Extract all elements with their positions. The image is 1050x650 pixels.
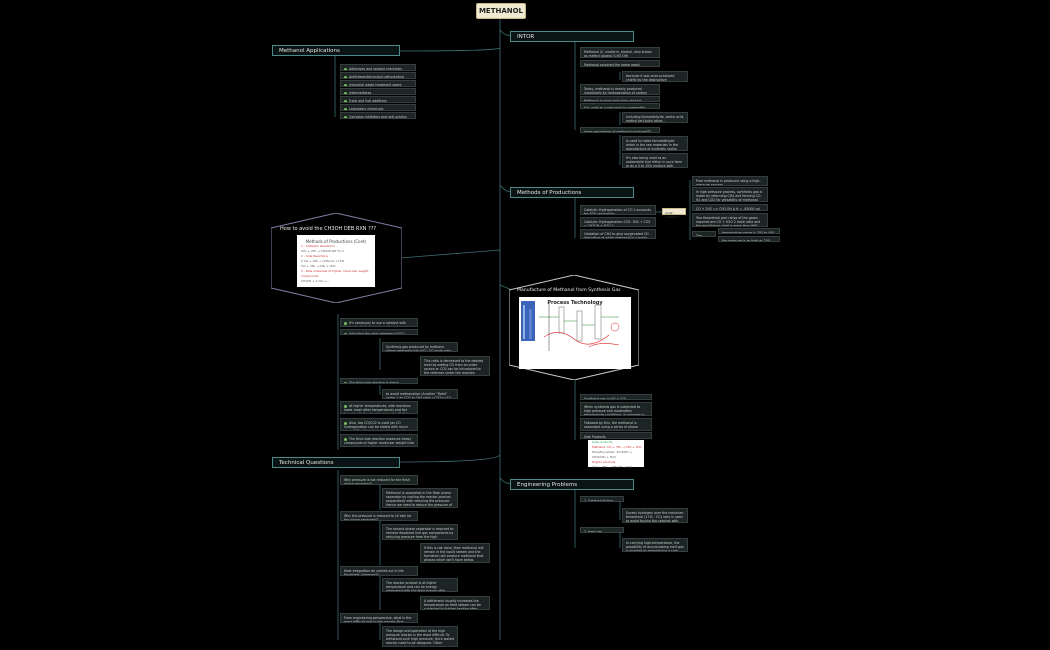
list-item[interactable]: The operating <box>692 231 716 237</box>
list-item[interactable]: 2. Inert gas accumulation <box>580 527 624 533</box>
side-products-image: Side products Methane: CO + 3H₂ → CH₄ + … <box>588 440 644 469</box>
process-technology-image: Process Technology <box>519 297 631 369</box>
list-item[interactable]: Side Products <box>580 432 652 439</box>
list-item[interactable]: In carrying high-temperature, the possib… <box>622 538 688 552</box>
list-item[interactable]: Two theoretical pair ratios of the gases… <box>692 213 768 227</box>
list-item[interactable]: Why pressure is not reduced for the flas… <box>340 475 418 485</box>
list-item[interactable]: Excess hydrogen over the minimum theoret… <box>622 508 688 523</box>
list-item[interactable]: to avoid methanation (Another "Ratio" un… <box>382 389 458 399</box>
hexagon-avoid[interactable]: How to avoid the CH3OH DEB RXN ??? Metho… <box>271 213 402 303</box>
list-item[interactable]: The third side reaction is about methana… <box>340 378 418 384</box>
list-item[interactable]: Methanol (C. moderm, alcohol, also known… <box>580 47 660 58</box>
list-item[interactable]: temperature range is 300 to 400 o C <box>718 228 780 234</box>
branch-engineering[interactable]: Engineering Problems <box>510 479 634 490</box>
list-item[interactable]: Corrosion inhibitors and anti-scaling ag… <box>340 112 416 119</box>
list-item[interactable]: because it was once produced chiefly by … <box>622 71 688 82</box>
list-item[interactable]: It's necessary to use a catalyst with hi… <box>340 318 418 327</box>
list-item[interactable]: Heat integration be carried out in the f… <box>340 566 418 576</box>
list-item[interactable]: large percentage of methanol produced?? <box>580 127 660 133</box>
list-item[interactable]: Catalytic Hydrogenation of CO 1 accounts… <box>580 205 656 215</box>
list-item[interactable]: the pressure is as high as 200 - 300 atm… <box>718 236 780 242</box>
list-item[interactable]: From engineering perspective, what is th… <box>340 613 418 623</box>
process-title: Process Technology <box>547 300 603 306</box>
root-node[interactable]: METHANOL <box>476 3 526 19</box>
branch-technical[interactable]: Technical Questions <box>272 457 400 468</box>
list-item[interactable]: including formaldehyde, acetic acid, met… <box>622 112 688 123</box>
list-item[interactable]: Why the pressure is reduced to 10 atm fo… <box>340 511 418 521</box>
avoid-card-line: CO + 3H₂ → CH₄ + H₂O <box>301 264 336 268</box>
process-diagram-icon <box>521 301 620 351</box>
list-item[interactable]: This ratio is decreased to the desired l… <box>420 356 490 376</box>
list-item[interactable]: It is used as a precursor to commodity c… <box>580 103 660 109</box>
side-card-line: Methane: CO + 3H₂ → CH₄ + H₂O <box>592 445 642 449</box>
avoid-title: How to avoid the CH3OH DEB RXN ??? <box>280 226 377 232</box>
side-card-line: Higher alcohols <box>592 460 616 464</box>
list-item[interactable]: Antifreeze/deicer/anti-dehydrating <box>340 72 416 79</box>
side-card-line: Dimethyl ether: 2CH₃OH → CH₃OCH₃ + H₂O <box>592 450 633 459</box>
avoid-card-title: Methods of Productions (Cont) <box>305 239 367 244</box>
list-item[interactable]: When synthesis gas is subjected to high … <box>580 402 652 416</box>
most-common-note[interactable]: most common! <box>662 208 686 219</box>
avoid-image-card: Methods of Productions (Cont) 1 - Cataly… <box>297 235 375 287</box>
list-item[interactable]: is used to make formaldehyde which is th… <box>622 136 688 151</box>
branch-intro[interactable]: INTOR <box>510 31 634 42</box>
list-item[interactable]: At higher temperatures, side reactions l… <box>340 401 418 414</box>
hexagon-manufacture[interactable]: Manufacture of Methanol from Synthesis G… <box>509 275 639 380</box>
list-item[interactable]: CO + 2H2 => CH3 OH Δ H = -92000 cal <box>692 204 768 211</box>
list-item[interactable]: Intermediates <box>340 88 416 95</box>
avoid-card-line: CH₃OH + 2 CO → ... <box>301 279 331 283</box>
avoid-card-line: 2 - Side Reactions <box>301 254 328 258</box>
list-item[interactable]: Adhesives and sealant chemicals <box>340 64 416 71</box>
list-item[interactable]: Methanol is separated in the flash phase… <box>382 488 458 508</box>
list-item[interactable]: The second phase separator is required t… <box>382 524 458 540</box>
list-item[interactable]: Also, low CO/CO2 is used (as CO hydrogen… <box>340 418 418 431</box>
list-item[interactable]: The reactor product is at higher tempera… <box>382 578 458 592</box>
list-item[interactable]: Synthesis gas (x H2 + CO) <box>580 394 652 400</box>
side-card-line: CO₂ + 3H₂ → CH₃OH + H₂O <box>592 465 633 469</box>
list-item[interactable]: It's also being used as an automobile fu… <box>622 153 688 168</box>
list-item[interactable]: Adjusting the ratio between H2/CO <box>340 329 418 335</box>
list-item[interactable]: The design and operation of the high pre… <box>382 626 458 647</box>
list-item[interactable]: Laboratory chemicals <box>340 104 416 111</box>
list-item[interactable]: In high pressure process, synthesis gas … <box>692 187 768 202</box>
list-item[interactable]: Pure methanol is produced using a high-p… <box>692 176 768 186</box>
avoid-card-line: 1 - Catalytic Reactions <box>301 244 335 248</box>
list-item[interactable]: A bottleneck usually increases the tempe… <box>420 596 490 610</box>
list-item[interactable]: Fuels and fuel additives <box>340 96 416 103</box>
avoid-card-line: 3 - Raw materials of higher molecular we… <box>301 269 369 278</box>
list-item[interactable]: If this is not done, then methanol will … <box>420 543 490 563</box>
avoid-card-line: CH₃ + 2H₂ → CH₃OH ΔH°f=-x <box>301 249 345 253</box>
list-item[interactable]: The third side reaction produces heavy c… <box>340 434 418 447</box>
list-item[interactable]: 1. Catalyst fouling <box>580 496 624 502</box>
manufacture-title: Manufacture of Methanol from Synthesis G… <box>517 288 621 293</box>
branch-applications[interactable]: Methanol Applications <box>272 45 400 56</box>
list-item[interactable]: Oxidation of CH4 to give oxygenated CH d… <box>580 229 656 239</box>
list-item[interactable]: Catalytic Hydrogenation CO2: 3H2 + CO2 =… <box>580 217 656 227</box>
branch-methods[interactable]: Methods of Productions <box>510 187 634 198</box>
list-item[interactable]: Industrial waste treatment agent <box>340 80 416 87</box>
avoid-card-line: 2 CO + 4H₂ → (CH₃)₂O + H₂O <box>301 259 345 263</box>
list-item[interactable]: Methanol is more toxic than ethanol <box>580 96 660 102</box>
list-item[interactable]: Methanol acquired the name wood alcohol?… <box>580 60 660 67</box>
list-item[interactable]: Followed by this, the methanol is separa… <box>580 418 652 431</box>
list-item[interactable]: Today, methanol is mainly produced indus… <box>580 84 660 95</box>
side-card-line: Side products <box>592 440 613 444</box>
list-item[interactable]: Synthesis gas produced by methane steam … <box>382 342 458 352</box>
